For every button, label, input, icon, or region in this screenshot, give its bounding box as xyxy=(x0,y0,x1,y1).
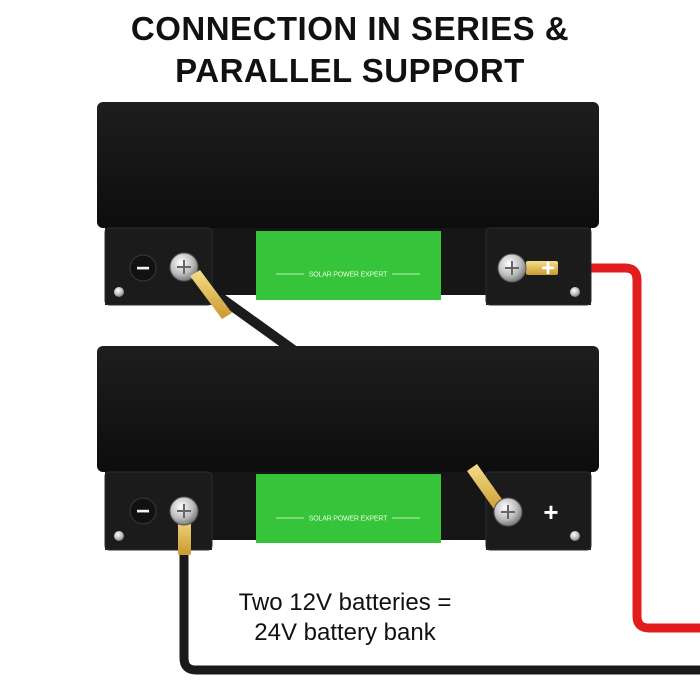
caption-line-2: 24V battery bank xyxy=(254,619,436,646)
battery-top-label: SOLAR POWER EXPERT xyxy=(309,272,388,279)
title-line-2: PARALLEL SUPPORT xyxy=(175,52,525,89)
battery-top-label-panel xyxy=(256,231,441,300)
battery-bottom-label-panel xyxy=(256,474,441,543)
caption-line-1: Two 12V batteries = xyxy=(238,589,452,616)
title: CONNECTION IN SERIES & PARALLEL SUPPORT xyxy=(0,8,700,92)
battery-bottom: SOLAR POWER EXPERT − + xyxy=(97,346,599,555)
jumper-lug-bottom xyxy=(467,464,506,512)
battery-top-neg-terminal xyxy=(169,252,199,282)
battery-bottom-pos-symbol: + xyxy=(543,497,558,527)
battery-bottom-neg-symbol: − xyxy=(136,498,150,525)
screw-icon xyxy=(570,287,580,297)
battery-bottom-lid xyxy=(97,346,599,472)
battery-bottom-pos-terminal xyxy=(493,497,523,527)
screw-icon xyxy=(570,531,580,541)
battery-top-lid xyxy=(97,102,599,228)
battery-top: SOLAR POWER EXPERT − + xyxy=(97,102,599,319)
jumper-lug-top xyxy=(190,270,232,319)
battery-top-neg-symbol-bg xyxy=(129,254,157,282)
positive-wire xyxy=(556,263,700,633)
battery-top-neg-block xyxy=(104,227,213,306)
caption: Two 12V batteries = 24V battery bank xyxy=(150,588,540,648)
battery-bottom-label: SOLAR POWER EXPERT xyxy=(309,516,388,523)
battery-top-pos-symbol: + xyxy=(541,255,555,282)
screw-icon xyxy=(114,287,124,297)
battery-bottom-pos-block xyxy=(485,471,592,551)
screw-icon xyxy=(114,531,124,541)
battery-top-neg-symbol: − xyxy=(136,255,150,282)
battery-bottom-neg-symbol-bg xyxy=(129,497,157,525)
battery-top-pos-terminal xyxy=(497,253,558,283)
battery-bottom-neg-terminal xyxy=(169,496,199,555)
negative-wire xyxy=(179,545,700,675)
title-line-1: CONNECTION IN SERIES & xyxy=(130,10,570,47)
